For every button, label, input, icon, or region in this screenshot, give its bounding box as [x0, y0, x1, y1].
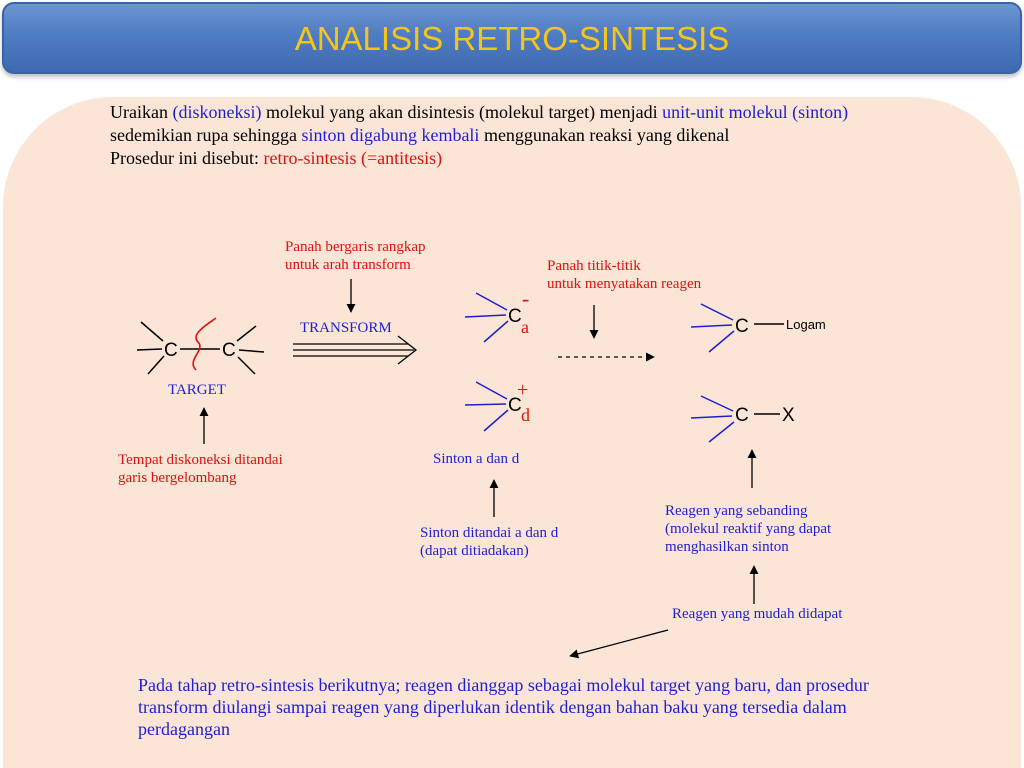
label-double-arrow-line-2: untuk arah transform — [285, 257, 411, 273]
label-double-arrow: Panah bergaris rangkap untuk arah transf… — [285, 238, 426, 274]
synthon-donor: C + d — [464, 379, 530, 432]
intro-text-1: Uraikan — [110, 102, 173, 122]
label-double-arrow-line-1: Panah bergaris rangkap — [285, 239, 426, 255]
title-bar: ANALISIS RETRO-SINTESIS — [2, 2, 1022, 74]
target-carbon-left: C — [164, 340, 178, 361]
slide-title: ANALISIS RETRO-SINTESIS — [294, 20, 730, 57]
label-disconnection-line-1: Tempat diskoneksi ditandai — [118, 452, 283, 468]
label-synthon: Sinton a dan d — [433, 451, 520, 467]
intro-text-5: Prosedur ini disebut: — [110, 148, 264, 168]
label-transform: TRANSFORM — [300, 320, 392, 336]
reagent-halide: C X — [690, 395, 795, 443]
intro-diskoneksi: (diskoneksi) — [172, 102, 262, 122]
intro-digabung: sinton digabung kembali — [301, 125, 480, 145]
reagent-metal-carbon: C — [735, 316, 749, 337]
intro-paragraph: Uraikan (diskoneksi) molekul yang akan d… — [110, 101, 910, 170]
reagent-halide-carbon: C — [735, 405, 749, 426]
label-synthon-note: Sinton ditandai a dan d (dapat ditiadaka… — [420, 524, 558, 560]
synthon-a-label: a — [521, 317, 529, 337]
synthon-a-carbon: C — [508, 306, 522, 327]
label-disconnection: Tempat diskoneksi ditandai garis bergelo… — [118, 451, 283, 487]
label-reagent-line-1: Reagen yang sebanding — [665, 503, 808, 519]
bottom-paragraph: Pada tahap retro-sintesis berikutnya; re… — [138, 675, 869, 739]
label-reagent-line-3: menghasilkan sinton — [665, 539, 789, 555]
synthon-d-label: d — [521, 405, 530, 425]
label-target: TARGET — [168, 382, 226, 398]
intro-text-2: molekul yang akan disintesis (molekul ta… — [261, 102, 663, 122]
label-synthon-note-line-1: Sinton ditandai a dan d — [420, 525, 559, 541]
label-reagent: Reagen yang sebanding (molekul reaktif y… — [665, 502, 831, 556]
label-reagent-easy: Reagen yang mudah didapat — [672, 606, 843, 622]
label-reagent-line-2: (molekul reaktif yang dapat — [665, 521, 832, 537]
wavy-disconnection-line — [192, 317, 217, 371]
transform-arrow — [293, 335, 418, 365]
reagent-halide-x: X — [782, 405, 795, 426]
synthon-a-charge: - — [522, 286, 529, 311]
intro-text-4: menggunakan reaksi yang dikenal — [479, 125, 730, 145]
synthon-d-charge: + — [517, 379, 528, 401]
target-carbon-right: C — [222, 340, 236, 361]
label-dotted-arrow-line-1: Panah titik-titik — [547, 258, 641, 274]
synthon-d-carbon: C — [508, 395, 522, 416]
pointer-arrow-bottom — [569, 629, 669, 659]
label-synthon-note-line-2: (dapat ditiadakan) — [420, 543, 529, 559]
label-dotted-arrow: Panah titik-titik untuk menyatakan reage… — [547, 257, 701, 293]
intro-text-3: sedemikian rupa sehingga — [110, 125, 302, 145]
content-panel — [3, 97, 1021, 768]
label-dotted-arrow-line-2: untuk menyatakan reagen — [547, 276, 702, 292]
synthon-acceptor: C - a — [464, 286, 529, 343]
reagent-metal-label: Logam — [786, 317, 826, 332]
reagent-organometal: C Logam — [690, 303, 826, 353]
intro-sinton: unit-unit molekul (sinton) — [662, 102, 849, 122]
target-molecule: C C — [136, 317, 265, 375]
label-disconnection-line-2: garis bergelombang — [118, 470, 237, 486]
intro-retro-sintesis: retro-sintesis (=antitesis) — [263, 148, 443, 168]
